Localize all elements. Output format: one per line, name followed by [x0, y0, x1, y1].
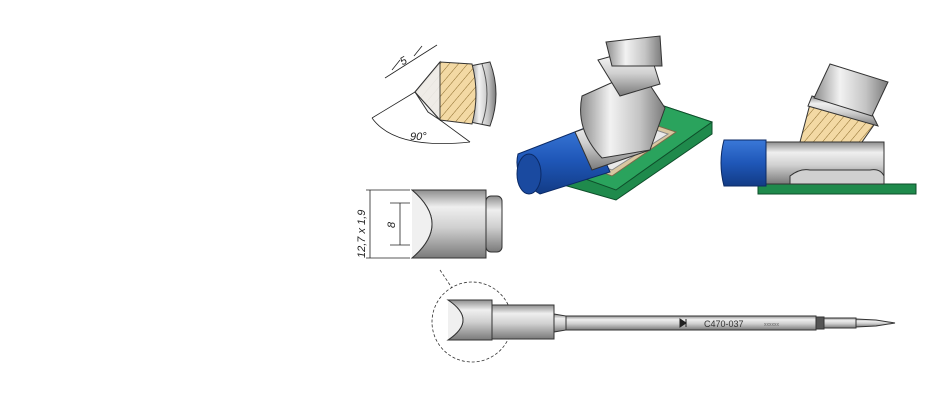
diode-mark-icon — [679, 318, 687, 328]
angle-arc — [371, 117, 471, 144]
tip-sleeve — [491, 304, 555, 340]
pcb-strip — [757, 183, 917, 195]
usage-scene-side — [720, 63, 917, 195]
serial-number: xxxxxx — [764, 322, 780, 328]
angled-tip — [580, 69, 666, 159]
dim-width-label: 5 — [398, 54, 410, 68]
front-collar — [485, 195, 503, 253]
tip-collar — [469, 61, 497, 127]
dim-depth-label: 8 — [386, 221, 398, 228]
full-tip-view: C470-037 xxxxxx — [431, 269, 896, 363]
front-tip-view: 12,7 x 1,9 8 — [356, 189, 503, 259]
usage-scene-angled — [516, 35, 714, 201]
angled-tip-view: 5 90° — [371, 44, 497, 144]
dim-size-label: 12,7 x 1,9 — [356, 210, 368, 258]
part-number: C470-037 — [704, 319, 744, 329]
blue-cap — [720, 139, 767, 187]
dim-angle-label: 90° — [410, 131, 427, 143]
